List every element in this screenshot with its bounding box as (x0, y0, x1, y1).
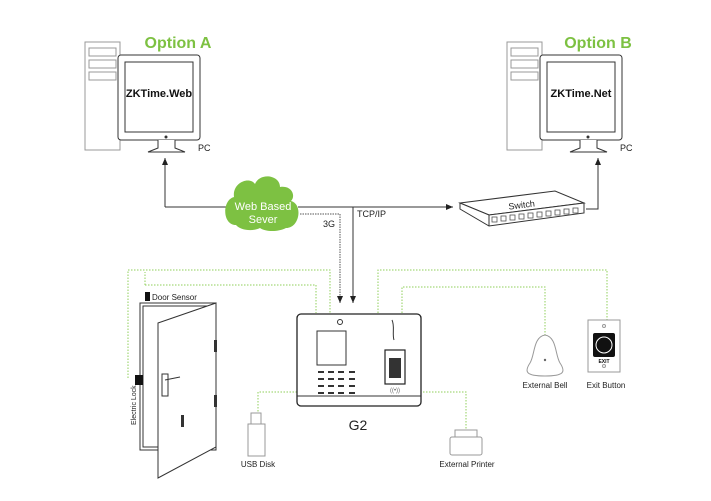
option-a-title: Option A (145, 35, 212, 52)
network-switch: Switch (458, 190, 586, 227)
exit-button-label: Exit Button (587, 381, 626, 390)
pc-option-a: Option A ZKTime.Web PC (84, 35, 212, 153)
software-label-b: ZKTime.Net (551, 88, 612, 100)
door: Door Sensor Electric Lock (131, 292, 217, 479)
g2-device: ((•)) G2 (296, 313, 422, 433)
external-bell-label: External Bell (523, 381, 568, 390)
pc-label-b: PC (620, 143, 633, 153)
option-b-title: Option B (564, 35, 632, 52)
usb-disk-label: USB Disk (241, 460, 276, 469)
tower-icon (84, 41, 121, 151)
network-lines: 3G TCP/IP (162, 158, 601, 303)
external-printer: External Printer (439, 429, 495, 469)
exit-text: EXIT (598, 359, 609, 365)
external-bell: External Bell (523, 334, 568, 390)
pc-label-a: PC (198, 143, 211, 153)
device-screen (316, 330, 347, 366)
tower-icon (506, 41, 543, 151)
exit-button-device: EXIT Exit Button (587, 319, 626, 390)
cloud-label-line1: Web Based (235, 201, 292, 213)
link-tcpip-label: TCP/IP (357, 209, 386, 219)
device-label: G2 (349, 417, 368, 433)
software-label-a: ZKTime.Web (126, 88, 192, 100)
electric-lock-icon (135, 375, 143, 385)
usb-disk: USB Disk (241, 412, 276, 469)
peripheral-wiring (127, 269, 608, 430)
pc-option-b: Option B ZKTime.Net PC (506, 35, 633, 153)
monitor-icon (117, 54, 201, 153)
camera-icon (337, 319, 343, 325)
monitor-icon (539, 54, 623, 153)
fingerprint-sensor-icon (384, 349, 406, 385)
rfid-icon: ((•)) (390, 388, 400, 394)
door-sensor-icon (145, 292, 150, 301)
electric-lock-label: Electric Lock (131, 385, 138, 425)
external-printer-label: External Printer (439, 460, 494, 469)
web-server-cloud: Web Based Sever (225, 176, 299, 231)
cloud-label-line2: Sever (249, 214, 278, 226)
switch-label: Switch (508, 198, 536, 211)
door-sensor-label: Door Sensor (152, 293, 197, 302)
usb-icon (250, 412, 262, 426)
keypad (318, 371, 355, 394)
bell-icon (526, 334, 564, 377)
link-3g-label: 3G (323, 219, 335, 229)
cloud-icon (225, 176, 299, 231)
